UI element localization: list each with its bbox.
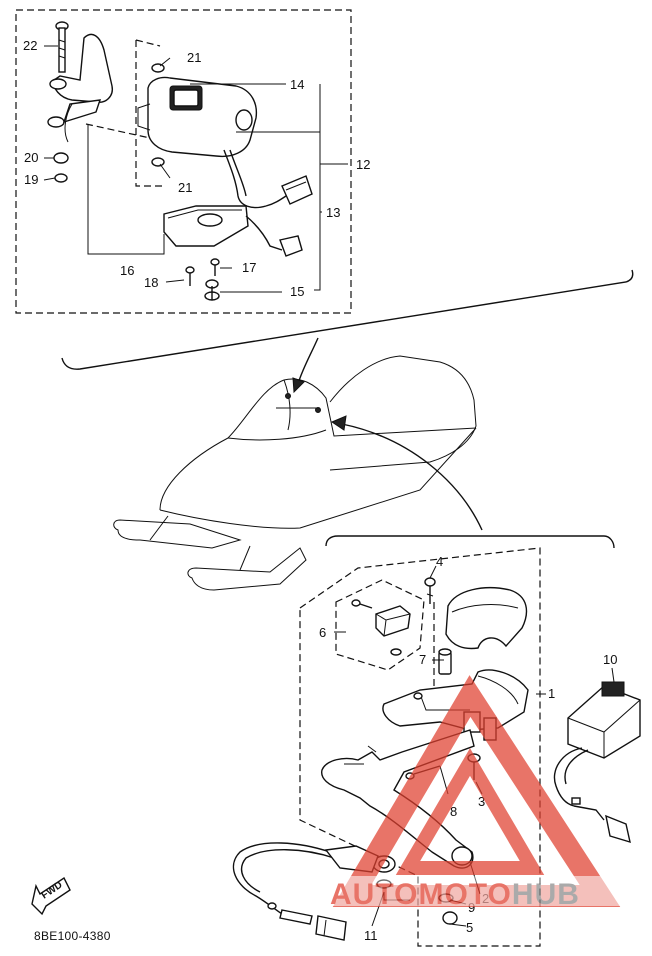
callout-15: 15: [290, 284, 304, 299]
callout-19: 19: [24, 172, 38, 187]
watermark-text-auto: AUTO: [330, 878, 418, 911]
automotohub-watermark: AUTOMOTOHUB: [326, 675, 646, 911]
switch-cover-part: [163, 205, 303, 257]
callout-10: 10: [603, 652, 617, 667]
callout-8: 8: [450, 804, 457, 819]
callout-5: 5: [466, 920, 473, 935]
bolt-and-collar-parts: [424, 577, 452, 675]
callout-13: 13: [326, 205, 340, 220]
callout-1: 1: [548, 686, 555, 701]
watermark-text-moto: MOTO: [418, 878, 511, 911]
arrow-to-lower-switch: [341, 423, 483, 531]
lower-bracket-line: [325, 535, 615, 549]
arrow-to-upper-switch: [297, 337, 319, 385]
watermark-triangle-inner: [395, 748, 545, 875]
fwd-direction-badge: FWD: [31, 876, 71, 916]
callout-4: 4: [436, 554, 443, 569]
callout-16: 16: [120, 263, 134, 278]
callout-3: 3: [478, 794, 485, 809]
callout-7: 7: [419, 652, 426, 667]
control-switch-part: [553, 681, 641, 844]
callout-22: 22: [23, 38, 37, 53]
watermark-triangle-outer: [332, 675, 621, 907]
callout-21-bottom: 21: [178, 180, 192, 195]
washer-part: [54, 173, 68, 183]
upper-inset-switch-assembly: 22 21 14 12 20 19 21 13 16 17 18 15: [15, 9, 370, 314]
callout-18: 18: [144, 275, 158, 290]
switch-block-part: [351, 599, 411, 656]
bolt-part: [55, 21, 69, 73]
callout-11: 11: [364, 928, 378, 943]
knob-cap-part: [445, 587, 528, 650]
svg-text:AUTOMOTOHUB: AUTOMOTOHUB: [330, 878, 580, 911]
drawing-code: 8BE100-4380: [34, 929, 111, 943]
nut-part: [53, 152, 69, 164]
upper-bracket-line: [61, 269, 634, 370]
callout-6: 6: [319, 625, 326, 640]
callout-9: 9: [468, 900, 475, 915]
callout-21-top: 21: [187, 50, 201, 65]
callout-14: 14: [290, 77, 304, 92]
watermark-text-hub: HUB: [512, 878, 580, 911]
switch-housing-part: [137, 63, 313, 209]
callout-12: 12: [356, 157, 370, 172]
snowmobile-overview: [61, 269, 634, 591]
callout-20: 20: [24, 150, 38, 165]
screw-parts: [185, 258, 220, 301]
callout-17: 17: [242, 260, 256, 275]
bracket-part: [47, 33, 113, 143]
